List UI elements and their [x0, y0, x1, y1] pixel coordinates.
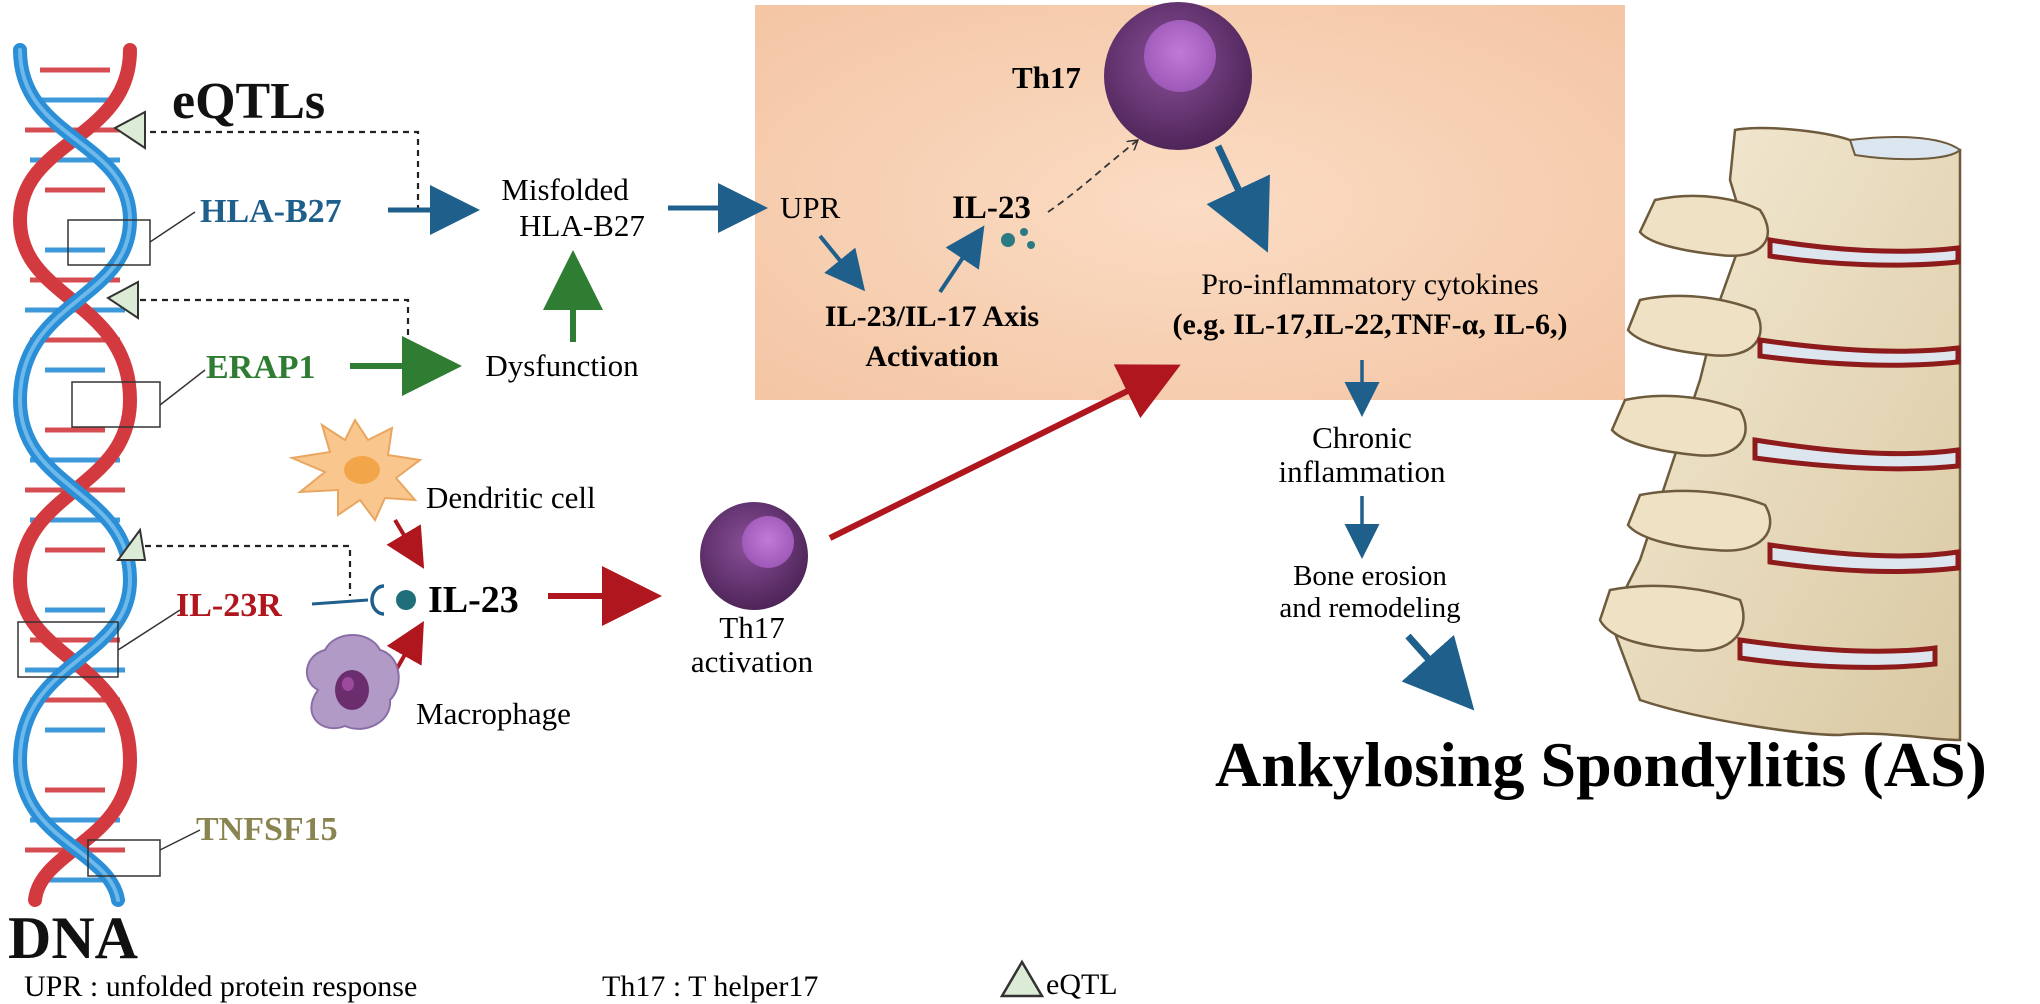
legend: UPR : unfolded protein response Th17 : T…: [24, 959, 1118, 1003]
arrow-th17-to-cytokines: [1206, 144, 1270, 253]
il23-mid-label: IL-23: [428, 579, 519, 621]
upr-label: UPR: [780, 190, 841, 225]
legend-th17: Th17 : T helper17: [602, 970, 818, 1003]
misfolded-label-line2: HLA-B27: [519, 208, 645, 243]
dendritic-cell-icon: [288, 417, 423, 522]
eqtl-marker-1: [113, 110, 146, 150]
il23-ligand: [396, 590, 416, 610]
arrow-macrophage-to-il23: [386, 621, 424, 673]
gene-box-erap1: [71, 381, 161, 428]
chronic-label-line2: inflammation: [1278, 454, 1446, 489]
arrow-il23-to-th17-dashed: [1047, 140, 1138, 213]
arrow-dendritic-to-il23: [386, 518, 425, 569]
arrow-th17-to-cytokines-red: [828, 364, 1181, 541]
macrophage-icon: [305, 634, 400, 730]
il23-panel-label: IL-23: [952, 190, 1031, 226]
il23-particles: [1001, 228, 1035, 249]
gene-label-il23r: IL-23R: [176, 587, 282, 624]
th17-top-label: Th17: [1012, 60, 1081, 95]
chronic-label-line1: Chronic: [1312, 420, 1412, 455]
axis-label-line1: IL-23/IL-17 Axis: [825, 300, 1039, 333]
th17-activation-line1: Th17: [719, 610, 784, 645]
gene-label-tnfsf15: TNFSF15: [196, 811, 338, 848]
cytokines-label-line2: (e.g. IL-17,IL-22,TNF-α, IL-6,): [1172, 308, 1567, 341]
legend-eqtl-triangle-icon: [999, 959, 1045, 998]
legend-upr: UPR : unfolded protein response: [24, 970, 417, 1003]
gene-box-hla-b27: [67, 219, 151, 266]
axis-label-line2: Activation: [865, 340, 999, 373]
dna-helix: [12, 43, 138, 907]
receptor-stem: [311, 598, 369, 606]
eqtl-marker-2: [106, 280, 139, 320]
th17-cell-top: [1104, 2, 1252, 150]
dna-label: DNA: [8, 905, 138, 971]
arrow-axis-to-il23: [938, 225, 985, 294]
misfolded-label-line1: Misfolded: [501, 172, 629, 207]
th17-activation-line2: activation: [691, 644, 814, 679]
arrow-bone-to-as: [1401, 633, 1475, 711]
macrophage-label: Macrophage: [416, 696, 571, 731]
as-title: Ankylosing Spondylitis (AS): [1215, 729, 1987, 800]
bone-label-line1: Bone erosion: [1293, 560, 1447, 592]
dendritic-label: Dendritic cell: [426, 480, 596, 515]
gene-box-tnfsf15: [87, 839, 161, 877]
spine-illustration: [1598, 126, 1962, 742]
eqtls-heading: eQTLs: [172, 73, 325, 130]
eqtl-marker-3: [116, 527, 147, 561]
gene-label-hla-b27: HLA-B27: [200, 193, 342, 230]
gene-label-erap1: ERAP1: [206, 349, 316, 386]
receptor-cup: [370, 584, 385, 616]
legend-eqtl: eQTL: [1046, 968, 1118, 1001]
cytokines-label-line1: Pro-inflammatory cytokines: [1201, 268, 1538, 301]
dysfunction-label: Dysfunction: [485, 348, 639, 383]
bone-label-line2: and remodeling: [1279, 592, 1460, 624]
th17-cell-activation: [700, 502, 808, 610]
arrow-upr-to-axis: [818, 234, 866, 292]
